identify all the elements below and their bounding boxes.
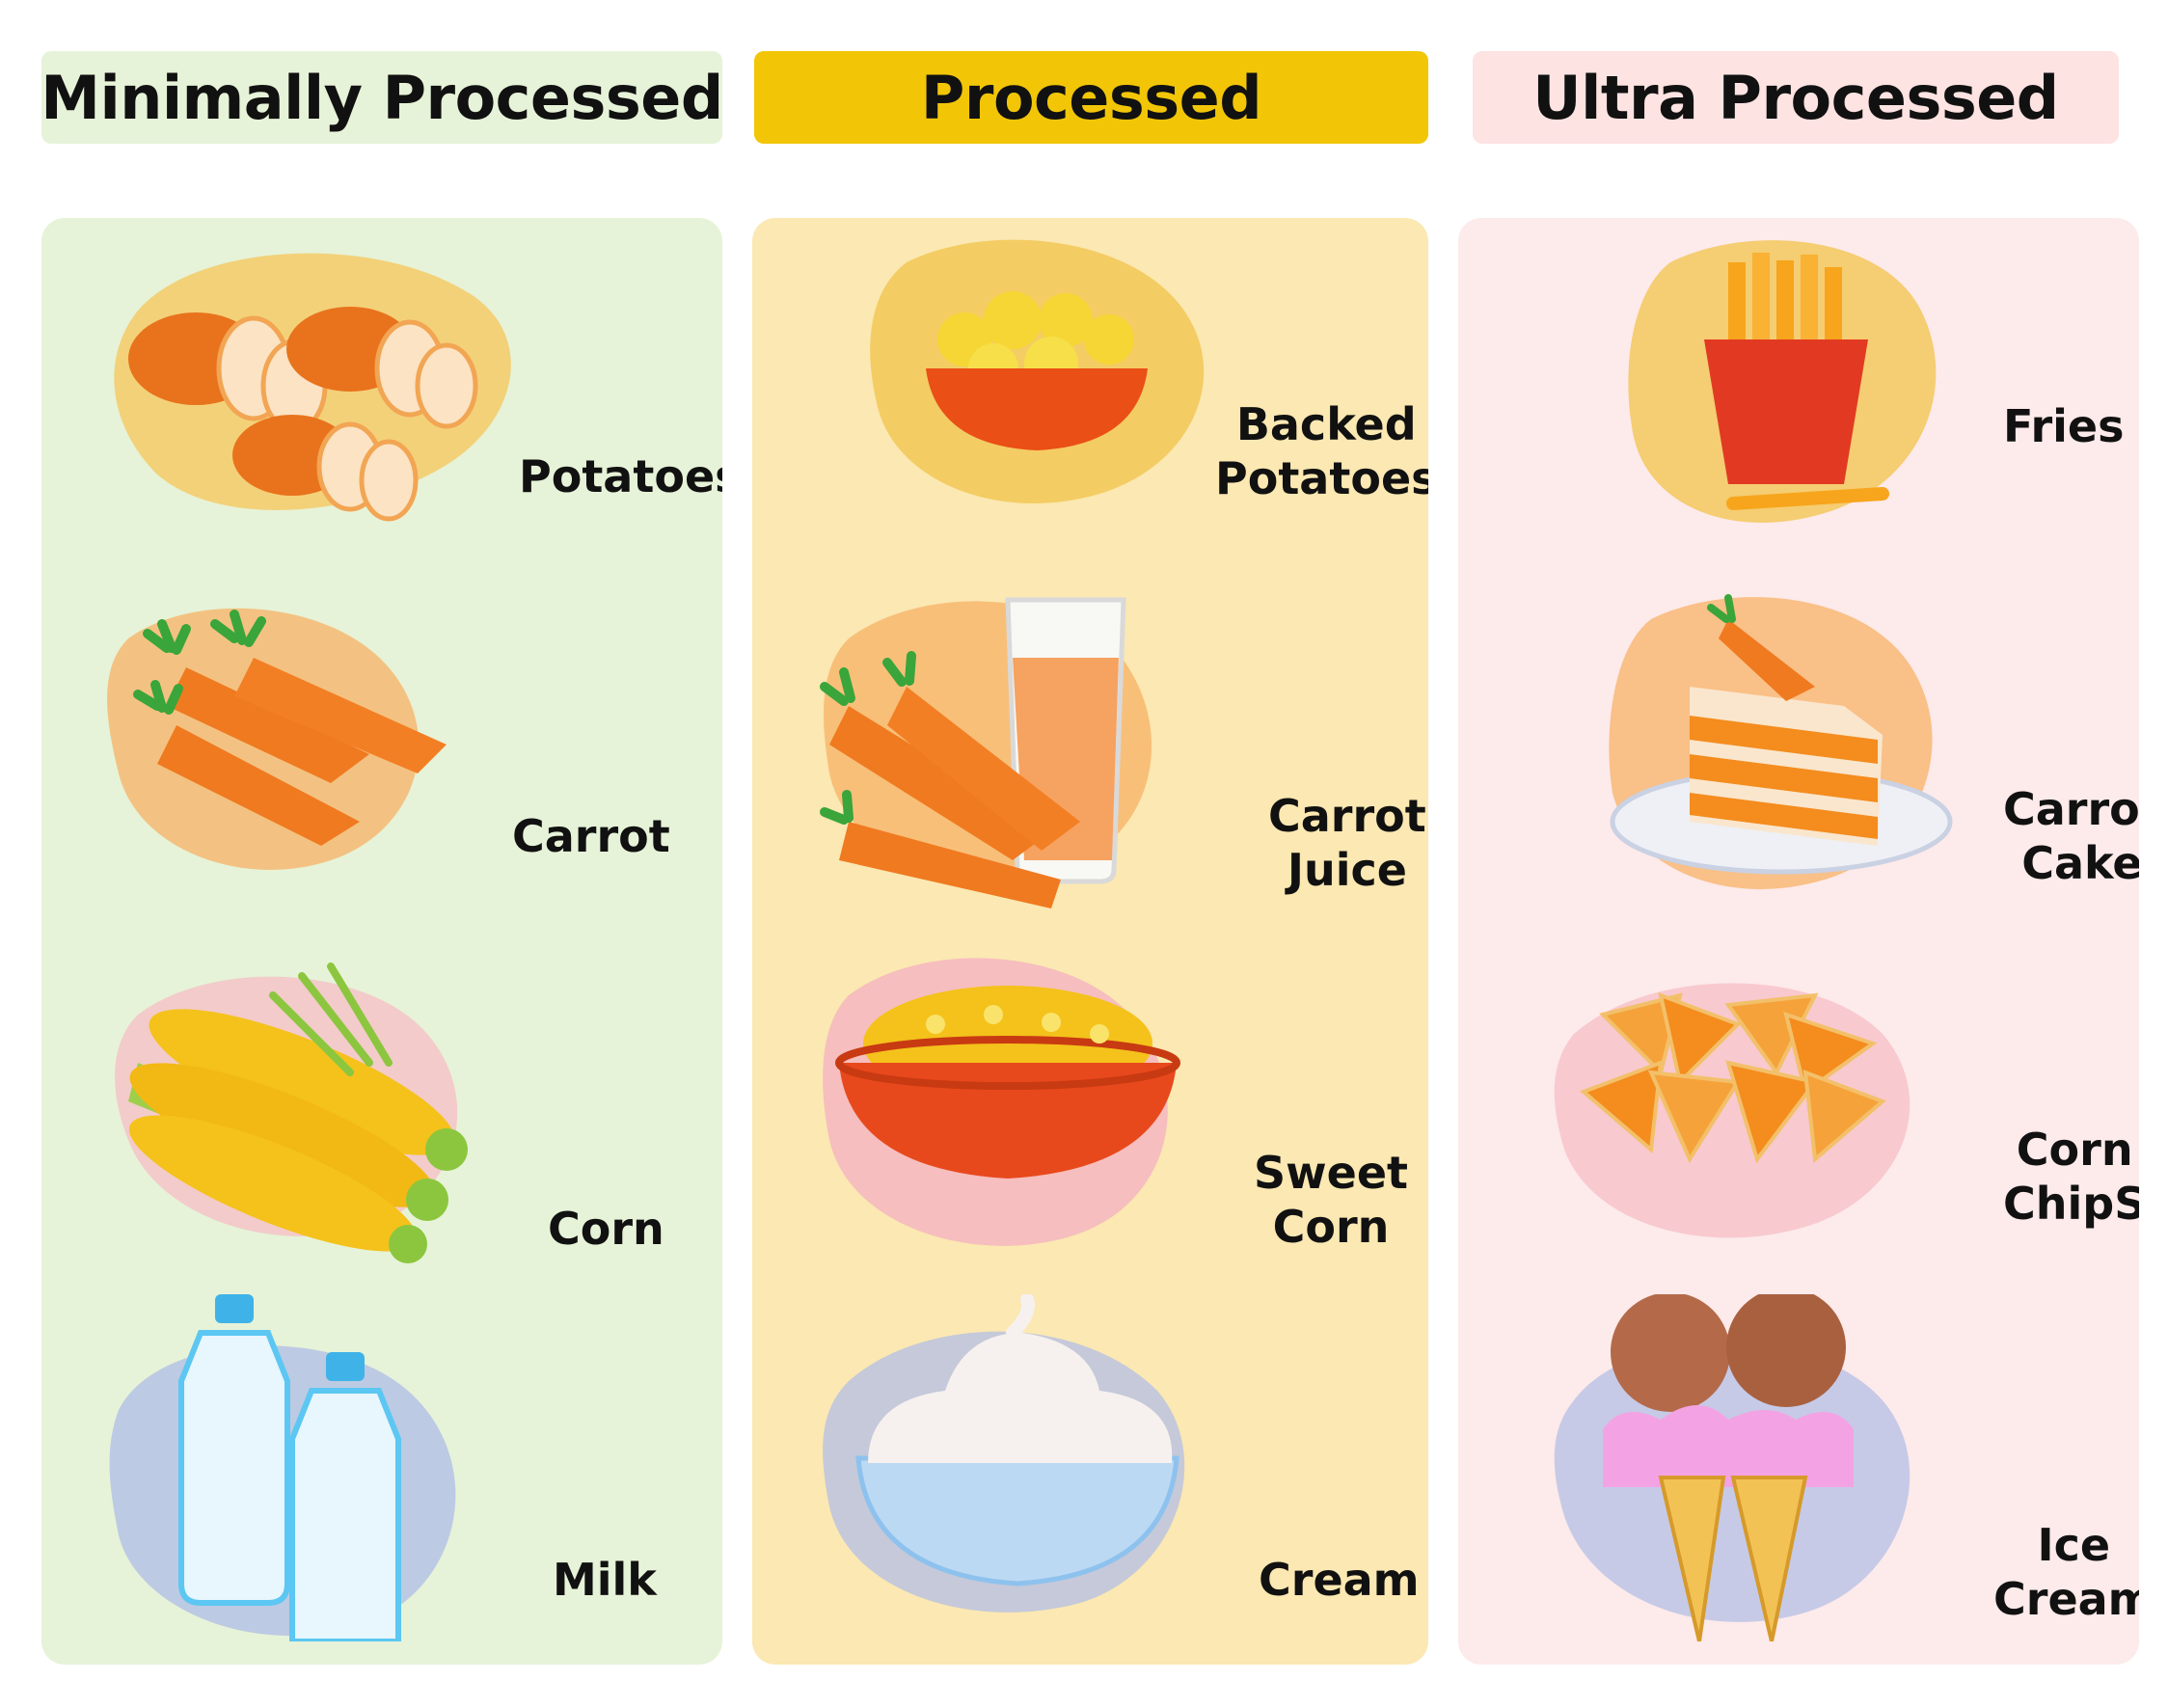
label-carrot-cake: Carrot Cake (2003, 783, 2139, 889)
food-item-carrot: Carrot (41, 575, 722, 934)
column-ultra-processed: Fries Carrot Cake Corn ChipS (1458, 218, 2139, 1665)
cream-icon (823, 1294, 1185, 1613)
food-item-carrot-juice: Carrot Juice (752, 575, 1428, 934)
food-item-corn: Corn (41, 932, 722, 1290)
label-fries: Fries (2003, 400, 2125, 452)
food-item-milk: Milk (41, 1288, 722, 1647)
food-item-potatoes: Potatoes (41, 218, 722, 577)
header-ultra-processed: Ultra Processed (1473, 51, 2119, 144)
food-item-backed-potatoes: Backed Potatoes (752, 218, 1428, 577)
header-processed: Processed (754, 51, 1428, 144)
milk-icon (109, 1294, 456, 1641)
fries-icon (1628, 240, 1937, 523)
ice-cream-icon (1554, 1294, 1911, 1641)
food-item-ice-cream: Ice Cream (1458, 1288, 2139, 1647)
sweet-corn-icon (823, 958, 1180, 1246)
food-item-carrot-cake: Carrot Cake (1458, 575, 2139, 934)
food-item-corn-chips: Corn ChipS (1458, 932, 2139, 1290)
label-sweet-corn: Sweet Corn (1254, 1147, 1409, 1253)
food-item-fries: Fries (1458, 218, 2139, 577)
corn-chips-icon (1554, 983, 1911, 1238)
carrot-icon (107, 608, 447, 870)
potatoes-icon (114, 253, 511, 522)
label-ice-cream: Ice Cream (1993, 1519, 2139, 1625)
label-milk: Milk (553, 1554, 657, 1606)
column-minimally-processed: Potatoes Carrot Corn (41, 218, 722, 1665)
label-corn: Corn (548, 1203, 664, 1255)
carrot-juice-icon (820, 597, 1152, 908)
baked-potatoes-icon (870, 239, 1205, 503)
header-minimally-processed: Minimally Processed (41, 51, 723, 144)
column-processed: Backed Potatoes Carrot Juice Sweet Corn (752, 218, 1428, 1665)
food-item-cream: Cream (752, 1288, 1428, 1647)
label-corn-chips: Corn ChipS (2003, 1124, 2139, 1230)
label-potatoes: Potatoes (519, 450, 722, 502)
label-cream: Cream (1259, 1554, 1420, 1606)
corn-icon (115, 962, 468, 1263)
label-backed-potatoes: Backed Potatoes (1215, 398, 1428, 504)
carrot-cake-icon (1609, 594, 1953, 889)
food-item-sweet-corn: Sweet Corn (752, 932, 1428, 1290)
label-carrot: Carrot (512, 810, 670, 862)
label-carrot-juice: Carrot Juice (1268, 790, 1426, 896)
